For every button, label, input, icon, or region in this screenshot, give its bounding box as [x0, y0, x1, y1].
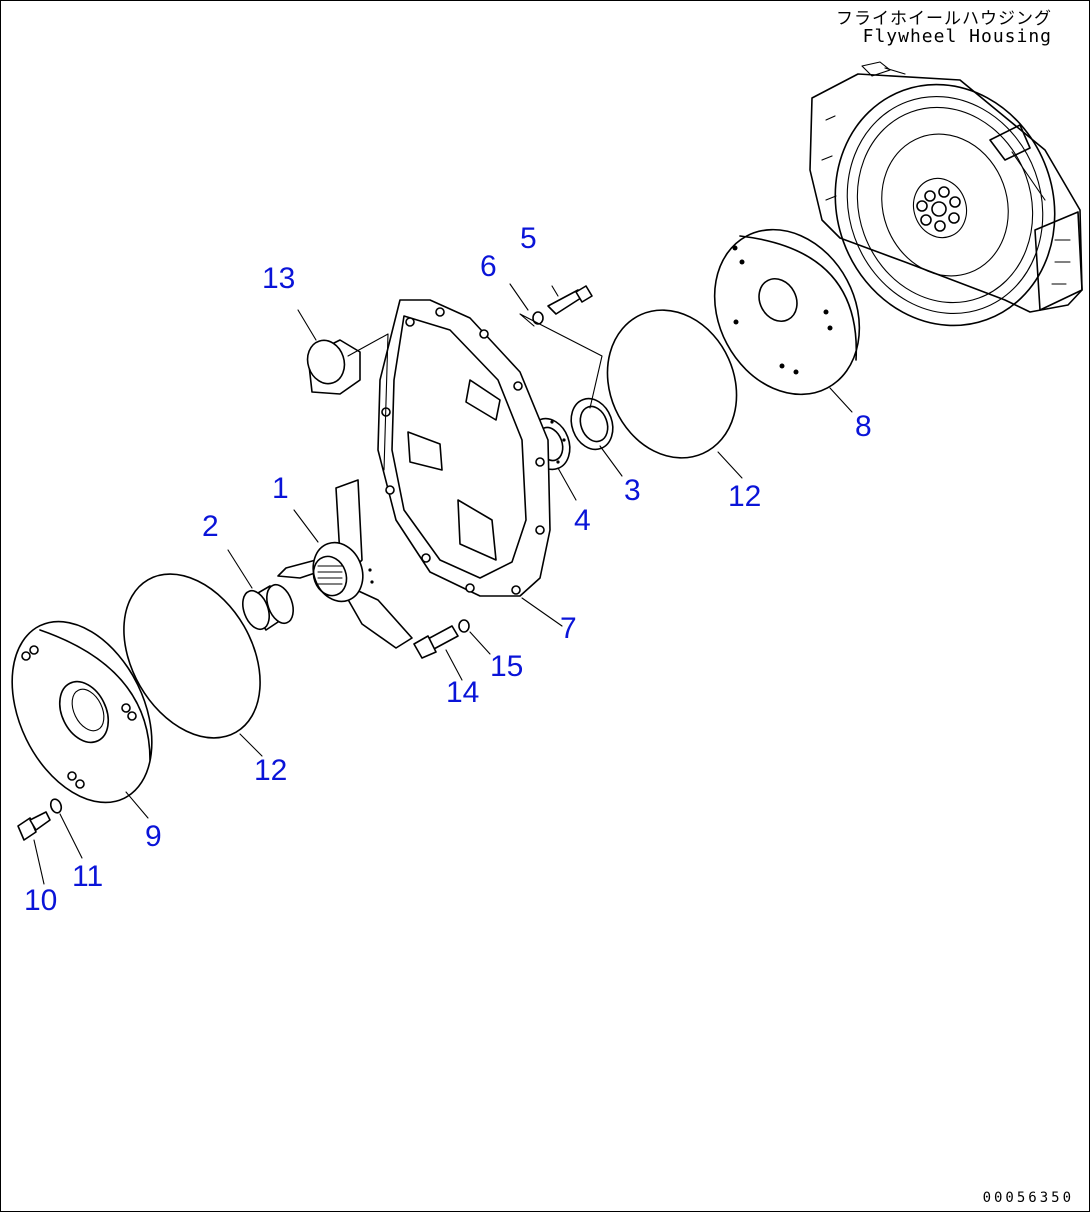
- flywheel-housing: [809, 61, 1083, 327]
- part-3-seal: [570, 397, 623, 477]
- part-1-fan: [277, 479, 413, 649]
- part-10-bolt: [17, 811, 51, 885]
- part-5-bolt: [547, 285, 593, 315]
- callout-4: 4: [574, 504, 591, 537]
- part-12-gasket-lower: [123, 573, 263, 757]
- part-6-washer: [509, 283, 544, 325]
- part-11-washer: [49, 798, 83, 859]
- assembly-title-english: Flywheel Housing: [862, 26, 1052, 47]
- callout-8: 8: [855, 410, 872, 443]
- part-9-end-plate: [11, 620, 153, 819]
- callout-7: 7: [560, 612, 577, 645]
- part-8-plate: [713, 228, 861, 413]
- part-7-cover: [377, 299, 563, 627]
- part-14-bolt: [413, 625, 463, 681]
- callout-12-lower: 12: [254, 754, 288, 787]
- callout-13: 13: [262, 262, 296, 295]
- callout-2: 2: [202, 510, 219, 543]
- leader-5-6-to-3: [519, 313, 603, 409]
- assembly-title-japanese: フライホイールハウジング: [836, 9, 1052, 29]
- callout-3: 3: [624, 474, 641, 507]
- callout-10: 10: [24, 884, 58, 917]
- callout-9: 9: [145, 820, 162, 853]
- callout-12-upper: 12: [728, 480, 762, 513]
- callout-5: 5: [520, 222, 537, 255]
- callout-11: 11: [72, 860, 104, 893]
- callout-6: 6: [480, 250, 497, 283]
- part-12-gasket-upper: [606, 309, 743, 479]
- part-15-washer: [458, 619, 491, 655]
- callout-1: 1: [272, 472, 289, 505]
- drawing-number: 00056350: [982, 1190, 1074, 1206]
- callout-14: 14: [446, 676, 480, 709]
- part-2-bushing: [227, 549, 294, 631]
- part-13-cylinder: [297, 309, 389, 471]
- callout-15: 15: [490, 650, 524, 683]
